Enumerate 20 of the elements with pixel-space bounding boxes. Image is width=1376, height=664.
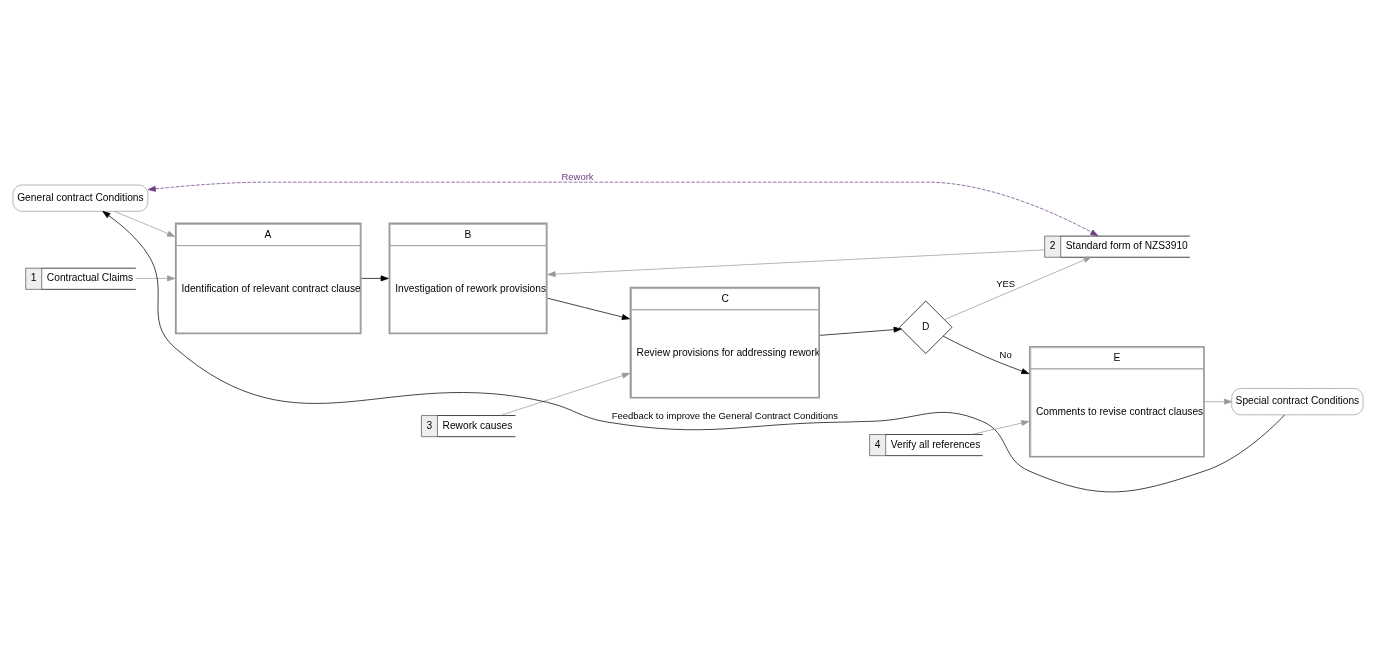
arrow: [944, 256, 1092, 320]
edge-label: Rework: [561, 170, 594, 182]
arrow: [972, 420, 1030, 435]
arrow: [361, 275, 389, 282]
node-diamond: D: [899, 300, 953, 354]
arrow: [942, 335, 1030, 374]
arrow: [501, 372, 630, 416]
arrow: [547, 249, 1045, 278]
arrow: [147, 181, 1099, 237]
node-box: General contract Conditions: [12, 184, 149, 212]
arrow: [819, 326, 902, 336]
edge-label: Feedback to improve the General Contract Conditions: [611, 410, 838, 422]
arrow: [113, 210, 176, 237]
arrow: [102, 211, 1285, 493]
arrow: [547, 297, 630, 320]
arrow: [1204, 398, 1233, 405]
edge-label: YES: [996, 277, 1016, 289]
node-box: Special contract Conditions: [1231, 388, 1364, 416]
edge-label: No: [999, 349, 1012, 361]
arrow: [135, 275, 176, 282]
